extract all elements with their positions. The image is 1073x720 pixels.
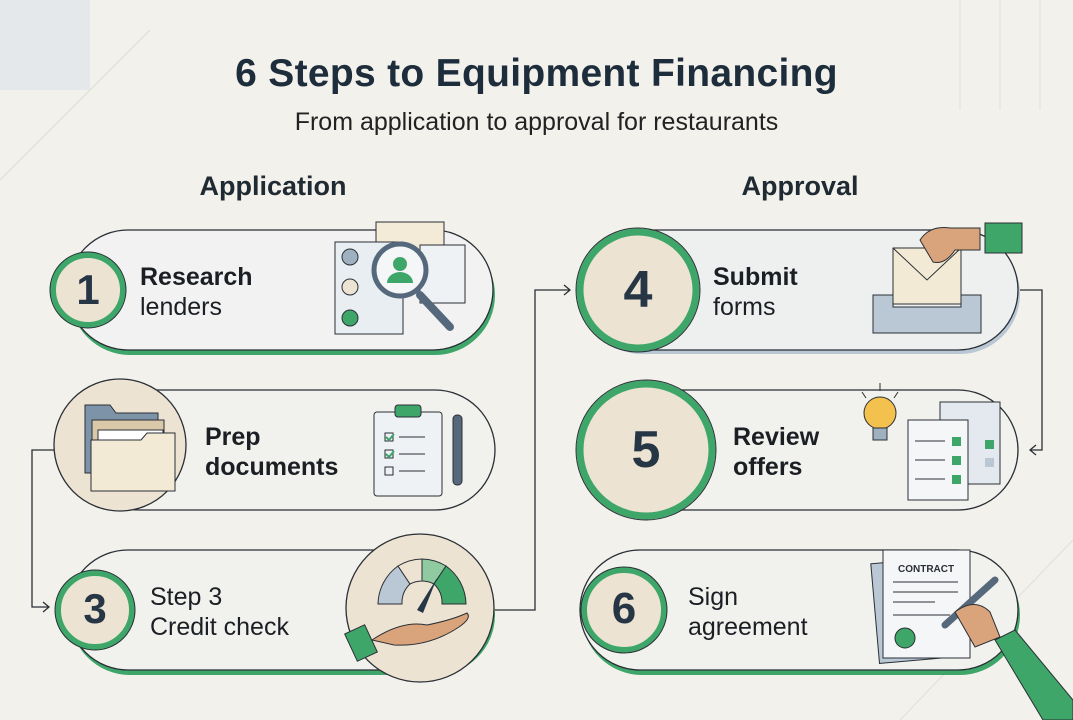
- step-title: Submit: [713, 263, 798, 291]
- step-title: Sign: [688, 583, 739, 611]
- lightbulb-documents-icon: [861, 383, 1001, 501]
- step-subtitle: documents: [205, 453, 339, 481]
- step-title: Research: [140, 263, 253, 291]
- page-title: 6 Steps to Equipment Financing: [235, 52, 838, 95]
- step-title: Review: [733, 423, 820, 451]
- step-subtitle: agreement: [688, 613, 808, 641]
- folder-icon: [84, 404, 176, 492]
- section-heading-application: Application: [199, 171, 347, 201]
- bg-decoration: [0, 29, 151, 181]
- step-subtitle: lenders: [140, 293, 222, 321]
- step-subtitle: Credit check: [150, 613, 289, 641]
- contract-label: CONTRACT: [898, 564, 955, 575]
- step-title: Prep: [205, 423, 261, 451]
- step-number: 4: [623, 261, 653, 319]
- bg-decoration: [0, 0, 90, 90]
- credit-gauge-icon: [344, 558, 469, 662]
- arrow-icon: [1028, 444, 1037, 456]
- page-subtitle: From application to approval for restaur…: [294, 108, 779, 136]
- step-number: 5: [631, 421, 661, 479]
- step-title: Step 3: [150, 583, 223, 611]
- step-number: 3: [83, 585, 107, 632]
- step-number: 1: [76, 266, 100, 313]
- clipboard-checklist-icon: [373, 404, 463, 497]
- contract-signing-icon: [870, 549, 1073, 720]
- connector-4-5: [1020, 289, 1043, 451]
- step-subtitle: offers: [733, 453, 803, 481]
- arrow-icon: [563, 284, 572, 296]
- step-number: 6: [611, 584, 637, 633]
- connector-3-4: [495, 289, 570, 611]
- section-heading-approval: Approval: [741, 171, 859, 201]
- envelope-tray-icon: [872, 222, 1023, 334]
- arrow-icon: [42, 601, 51, 613]
- magnifier-profiles-icon: [334, 221, 466, 335]
- step-subtitle: forms: [713, 293, 776, 321]
